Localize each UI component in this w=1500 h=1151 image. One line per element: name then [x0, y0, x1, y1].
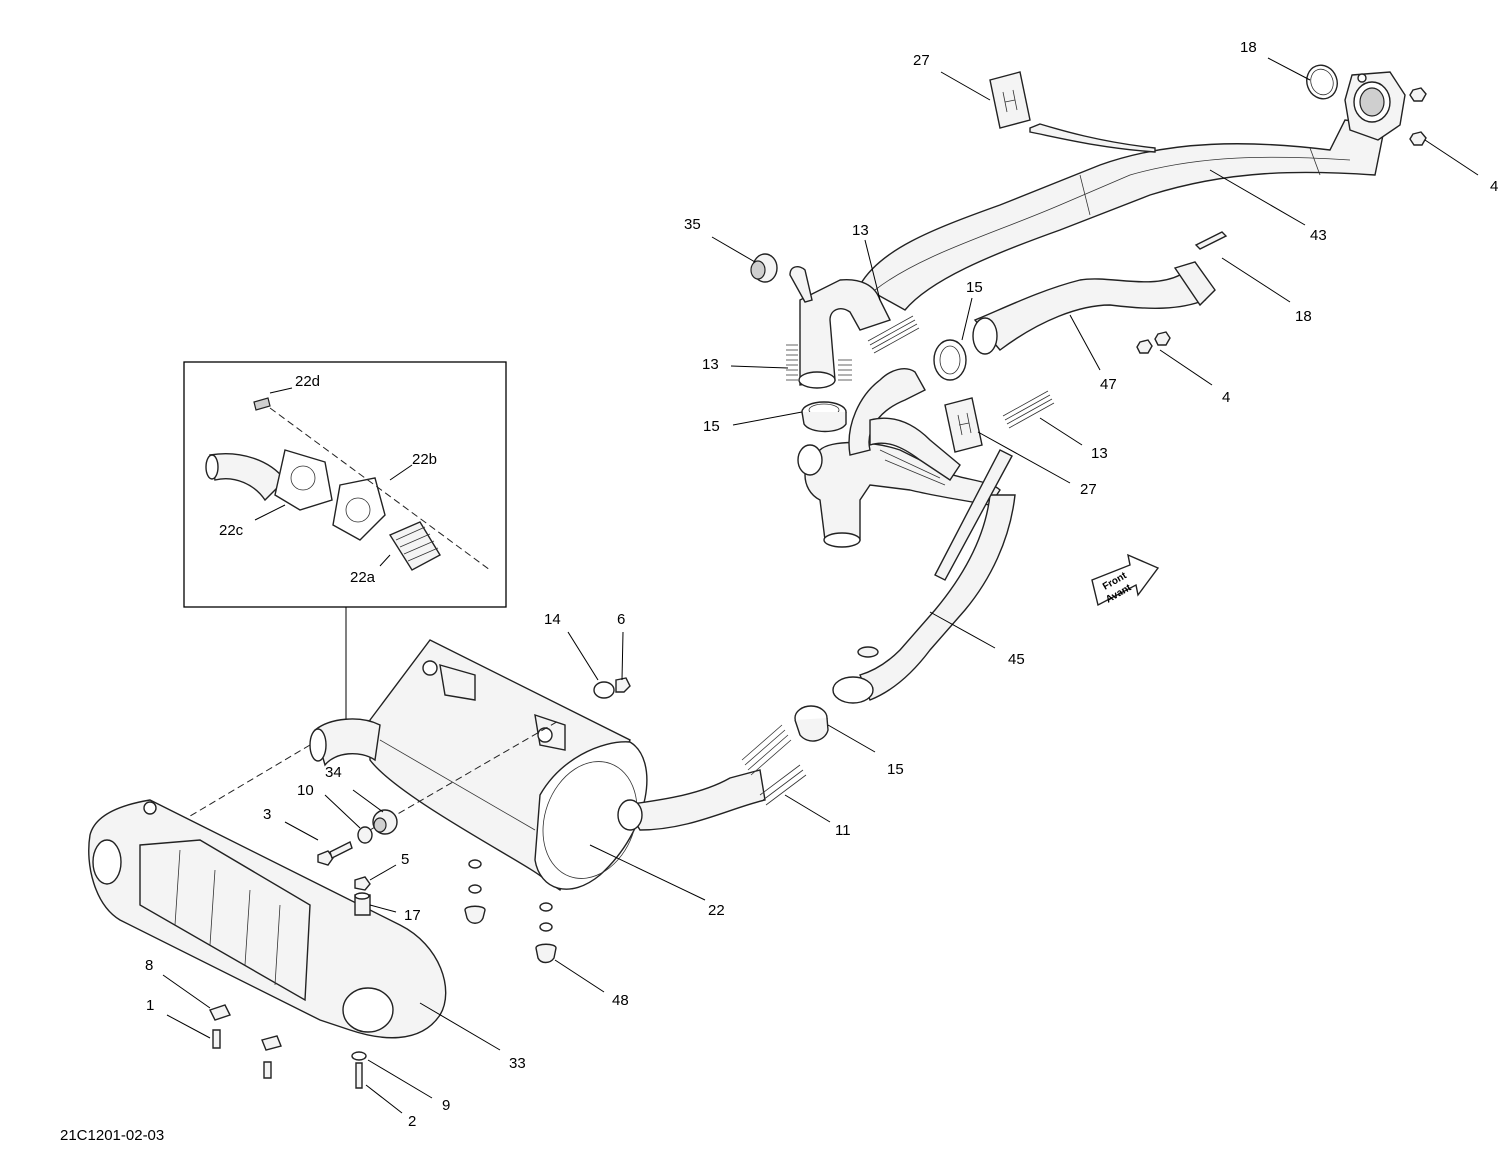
callout-18: 18 [1240, 39, 1257, 56]
y-pipe-assembly [797, 368, 1001, 548]
inlet-pipe-22 [617, 769, 766, 831]
callout-22b: 22b [412, 451, 437, 468]
nuts-4-upper [1409, 87, 1427, 146]
callout-4: 4 [1222, 389, 1230, 406]
callout-14: 14 [544, 611, 561, 628]
callout-10: 10 [297, 782, 314, 799]
pipe-45 [832, 449, 1016, 704]
washer-14-nut-6 [593, 677, 631, 699]
callout-45: 45 [1008, 651, 1025, 668]
spacer-10 [357, 826, 373, 844]
gasket-18-upper [1306, 64, 1338, 100]
callout-6: 6 [617, 611, 625, 628]
diagram-id: 21C1201-02-03 [60, 1127, 164, 1144]
ring-15-mid [933, 339, 967, 381]
exhaust-pipe-43 [859, 119, 1386, 311]
clip-8-bolt-1 [209, 1004, 282, 1079]
front-direction-arrow: Front Avant [1091, 553, 1160, 607]
spring-13-right [1002, 390, 1055, 429]
spring-13-left [786, 344, 852, 381]
callout-15: 15 [966, 279, 983, 296]
callout-47: 47 [1100, 376, 1117, 393]
bolt-3 [317, 841, 353, 866]
flange-43 [1344, 71, 1406, 141]
callout-1: 1 [146, 997, 154, 1014]
washers-column-left [464, 859, 486, 924]
callout-22d: 22d [295, 373, 320, 390]
bolt-2-washer-9 [351, 1051, 367, 1089]
detail-inset-box [183, 361, 507, 720]
gasket-18-right [1194, 231, 1228, 250]
pipe-elbow-13-upper [789, 266, 891, 389]
callout-13: 13 [852, 222, 869, 239]
tailpipe-stub [174, 718, 561, 831]
callout-2: 2 [408, 1113, 416, 1130]
hanger-27-upper [989, 71, 1031, 129]
callout-22c: 22c [219, 522, 244, 539]
callout-22: 22 [708, 902, 725, 919]
nut-5-spacer-17 [354, 876, 371, 916]
callout-13: 13 [1091, 445, 1108, 462]
callout-15: 15 [703, 418, 720, 435]
callout-33: 33 [509, 1055, 526, 1072]
callout-8: 8 [145, 957, 153, 974]
springs-11 [741, 724, 807, 806]
ring-15-lower [794, 705, 829, 742]
bracket-43 [1029, 123, 1156, 153]
grommet-34 [372, 809, 398, 835]
callout-27: 27 [1080, 481, 1097, 498]
callout-13: 13 [702, 356, 719, 373]
callout-3: 3 [263, 806, 271, 823]
ring-15-left [801, 401, 847, 433]
callout-11: 11 [835, 822, 851, 839]
spring-13-upper [867, 315, 920, 354]
callout-15: 15 [887, 761, 904, 778]
pipe-47 [972, 261, 1216, 355]
heat-shield-33 [88, 799, 447, 1039]
hanger-27-lower [944, 397, 983, 453]
callout-5: 5 [401, 851, 409, 868]
brackets-muffler [422, 660, 566, 751]
callout-27: 27 [913, 52, 930, 69]
muffler-22 [369, 639, 648, 892]
callout-9: 9 [442, 1097, 450, 1114]
callout-35: 35 [684, 216, 701, 233]
callout-17: 17 [404, 907, 421, 924]
callout-labels: 27 18 4 43 35 13 15 18 13 47 4 15 13 27 … [145, 39, 1498, 1130]
callout-43: 43 [1310, 227, 1327, 244]
nuts-4-right [1136, 331, 1171, 354]
leader-lines [162, 57, 1479, 1114]
callout-22a: 22a [350, 569, 376, 586]
callout-18: 18 [1295, 308, 1312, 325]
callout-48: 48 [612, 992, 629, 1009]
callout-34: 34 [325, 764, 342, 781]
washers-48 [535, 902, 557, 964]
callout-4: 4 [1490, 178, 1498, 195]
cap-35 [750, 253, 778, 283]
